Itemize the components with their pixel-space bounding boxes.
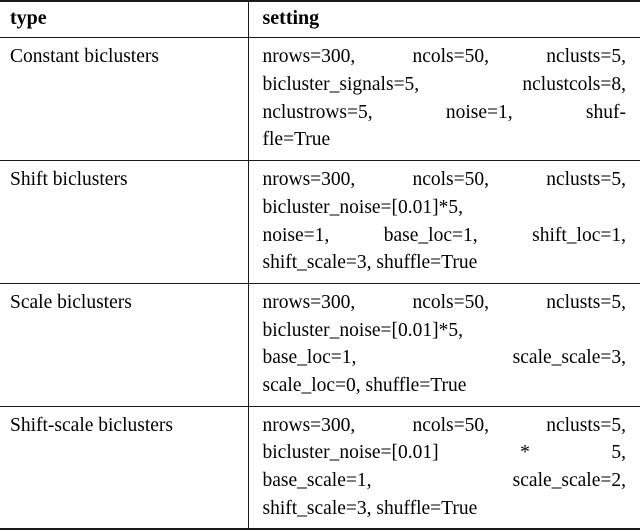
setting-token: fle=True: [262, 129, 331, 151]
cell-setting: nrows=300, ncols=50, nclusts=5, bicluster_n…: [248, 406, 640, 530]
setting-token: nclustrows=5,: [262, 101, 373, 123]
setting-token: base_loc=1,: [383, 224, 478, 246]
table-row: Constant biclusters nrows=300, ncols=50, nc…: [0, 37, 640, 162]
setting-line: nrows=300, ncols=50, nclusts=5,: [263, 43, 627, 71]
setting-token: nclusts=5,: [546, 291, 626, 313]
setting-token: 5,: [611, 442, 626, 464]
cell-type: Shift-scale biclusters: [0, 406, 249, 530]
setting-token: ncols=50,: [412, 291, 490, 313]
table-row: Scale biclusters nrows=300, ncols=50, nclus…: [0, 283, 640, 407]
cell-type: Shift biclusters: [0, 160, 249, 284]
setting-token: ncols=50,: [412, 46, 490, 68]
setting-token: shuf-: [585, 101, 626, 123]
setting-token: bicluster_noise=[0.01]*5,: [262, 196, 464, 218]
setting-line: bicluster_signals=5, nclustcols=8,: [263, 71, 627, 99]
cell-setting: nrows=300, ncols=50, nclusts=5, bicluster_n…: [248, 283, 640, 407]
column-header-setting: setting: [248, 0, 640, 39]
cell-type: Scale biclusters: [0, 283, 249, 407]
setting-token: nclusts=5,: [546, 414, 626, 436]
setting-line: nrows=300, ncols=50, nclusts=5,: [263, 412, 627, 440]
setting-token: shift_scale=3, shuffle=True: [262, 497, 478, 519]
setting-token: nclusts=5,: [546, 46, 626, 68]
setting-line: noise=1, base_loc=1, shift_loc=1,: [263, 222, 627, 250]
table-row: Shift-scale biclusters nrows=300, ncols=50…: [0, 406, 640, 530]
cell-setting: nrows=300, ncols=50, nclusts=5, bicluster_s…: [248, 37, 640, 162]
setting-line: base_scale=1, scale_scale=2,: [263, 467, 627, 495]
table-row: Shift biclusters nrows=300, ncols=50, nclus…: [0, 160, 640, 284]
setting-line: shift_scale=3, shuffle=True: [263, 495, 627, 523]
setting-line: shift_scale=3, shuffle=True: [263, 249, 627, 277]
setting-line: fle=True: [263, 126, 627, 154]
setting-token: scale_scale=3,: [512, 347, 626, 369]
setting-token: scale_loc=0, shuffle=True: [262, 374, 467, 396]
setting-token: shift_scale=3, shuffle=True: [262, 252, 478, 274]
setting-token: base_scale=1,: [262, 470, 372, 492]
cell-type: Constant biclusters: [0, 37, 249, 162]
table-body: Constant biclusters nrows=300, ncols=50, nc…: [0, 37, 640, 530]
setting-token: nclusts=5,: [546, 169, 626, 191]
table-header-row: type setting: [0, 0, 640, 39]
setting-token: *: [520, 442, 530, 464]
setting-line: nrows=300, ncols=50, nclusts=5,: [263, 289, 627, 317]
setting-token: scale_scale=2,: [512, 470, 626, 492]
setting-line: nrows=300, ncols=50, nclusts=5,: [263, 166, 627, 194]
cell-setting: nrows=300, ncols=50, nclusts=5, bicluster_n…: [248, 160, 640, 284]
setting-token: bicluster_noise=[0.01]*5,: [262, 319, 464, 341]
setting-line: bicluster_noise=[0.01] * 5,: [263, 439, 627, 467]
setting-token: ncols=50,: [412, 169, 490, 191]
setting-line: bicluster_noise=[0.01]*5,: [263, 194, 627, 222]
setting-token: nclustcols=8,: [522, 74, 626, 96]
table-header: type setting: [0, 0, 640, 39]
setting-token: shift_loc=1,: [532, 224, 626, 246]
setting-line: bicluster_noise=[0.01]*5,: [263, 317, 627, 345]
setting-token: nrows=300,: [262, 169, 356, 191]
setting-token: bicluster_noise=[0.01]: [262, 442, 439, 464]
setting-line: nclustrows=5, noise=1, shuf-: [263, 99, 627, 127]
setting-token: noise=1,: [445, 101, 513, 123]
setting-token: nrows=300,: [262, 46, 356, 68]
column-header-type: type: [0, 0, 249, 39]
setting-token: nrows=300,: [262, 291, 356, 313]
setting-token: base_loc=1,: [262, 347, 357, 369]
setting-line: base_loc=1, scale_scale=3,: [263, 344, 627, 372]
setting-token: nrows=300,: [262, 414, 356, 436]
setting-line: scale_loc=0, shuffle=True: [263, 372, 627, 400]
setting-token: noise=1,: [262, 224, 330, 246]
setting-token: ncols=50,: [412, 414, 490, 436]
setting-token: bicluster_signals=5,: [262, 74, 420, 96]
